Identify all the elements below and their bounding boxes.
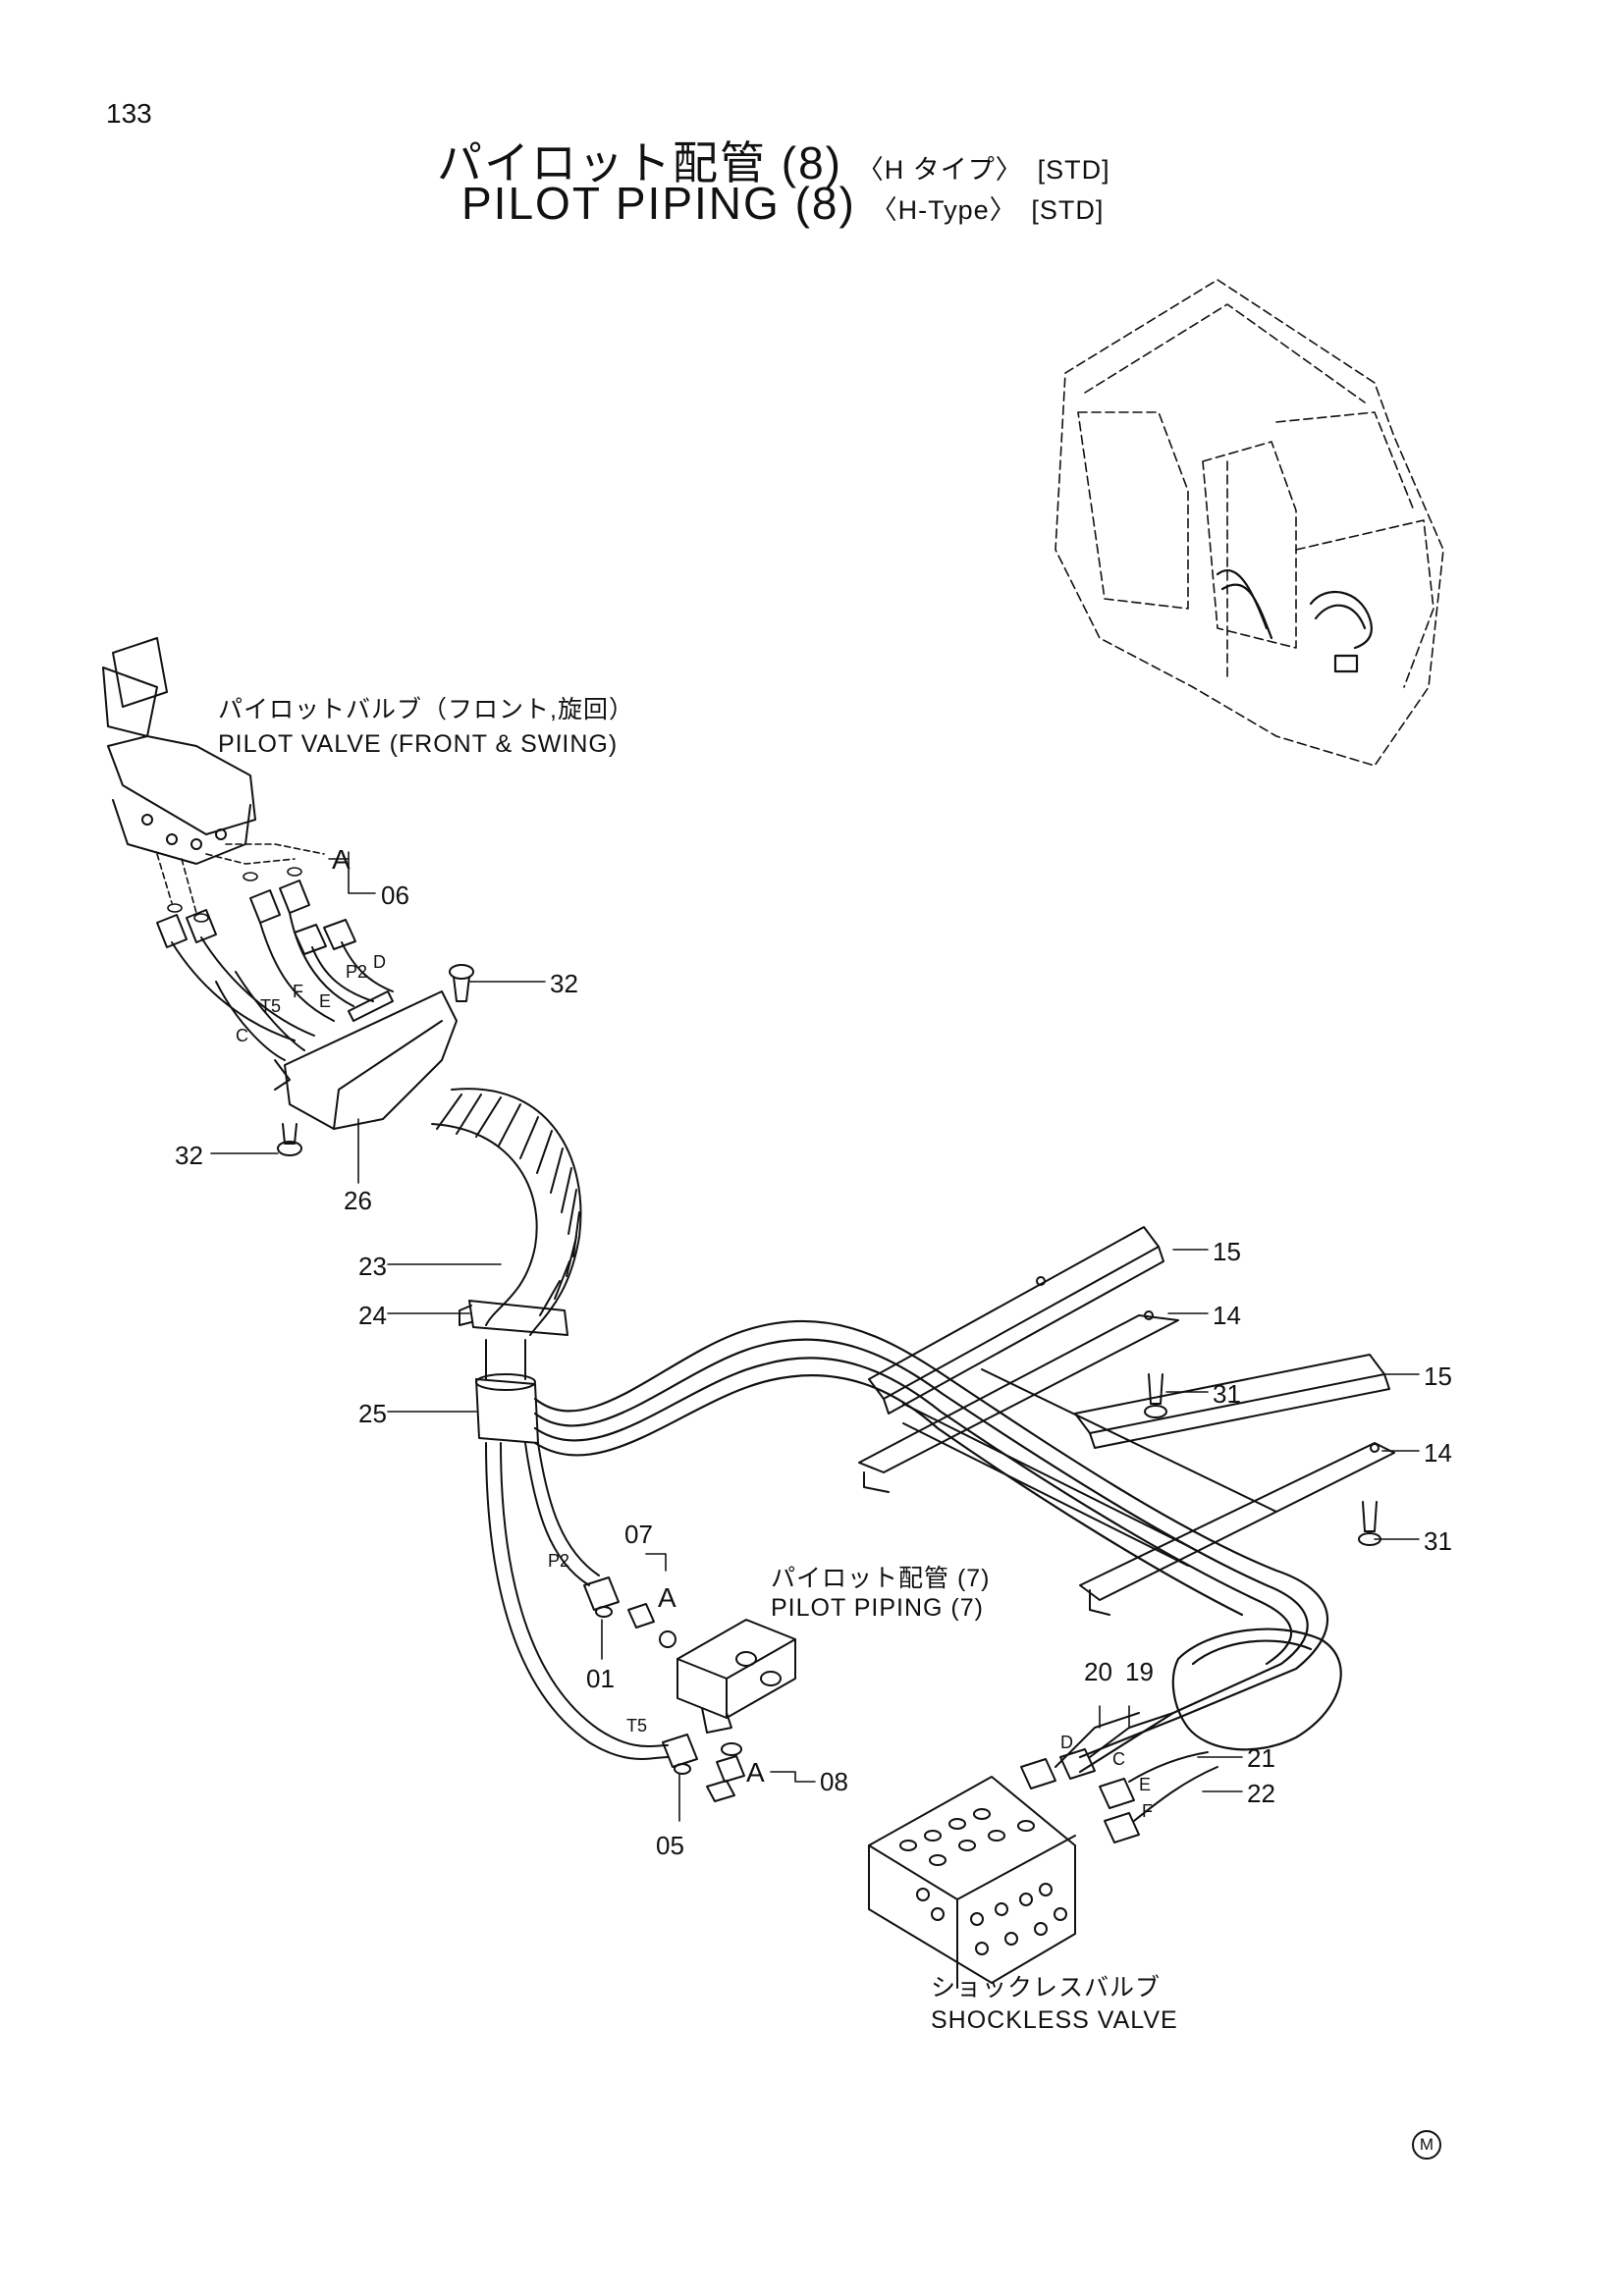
callout-15-upper: 15	[1213, 1237, 1241, 1266]
port-d-top: D	[373, 952, 386, 972]
callout-14-lower: 14	[1424, 1438, 1452, 1468]
callout-32-lower: 32	[175, 1141, 203, 1170]
shockless-valve-block	[868, 1776, 1076, 1989]
callout-01: 01	[586, 1664, 615, 1693]
pilot-piping-7-label-en: PILOT PIPING (7)	[771, 1594, 984, 1622]
pilot-hoses-bundle	[171, 912, 394, 1061]
callout-07: 07	[624, 1520, 653, 1549]
callout-06: 06	[381, 881, 409, 910]
callout-26: 26	[344, 1186, 372, 1215]
fitting-05	[662, 1734, 698, 1775]
pilot-valve-seals	[156, 843, 325, 914]
sleeve-25	[475, 1339, 539, 1444]
clamp-24	[459, 1300, 568, 1336]
title-en-std: [STD]	[1031, 195, 1105, 225]
callout-23: 23	[358, 1252, 387, 1281]
fitting-08	[706, 1742, 745, 1802]
port-a-top: A	[332, 844, 351, 875]
fitting-07	[627, 1603, 676, 1648]
callout-31-upper: 31	[1213, 1379, 1241, 1409]
callout-31-lower: 31	[1424, 1526, 1452, 1556]
port-a-lower: A	[746, 1757, 765, 1788]
callout-25: 25	[358, 1399, 387, 1428]
title-japanese: パイロット配管 (8) 〈H タイプ〉 [STD]	[437, 128, 1110, 192]
title-jp-std: [STD]	[1037, 155, 1110, 185]
callout-14-upper: 14	[1213, 1301, 1241, 1330]
port-p2-middle: P2	[548, 1551, 570, 1571]
bolt-32-upper	[449, 964, 474, 1002]
port-t5-top: T5	[260, 996, 282, 1016]
bolt-31-upper	[1144, 1373, 1167, 1418]
title-jp-main: パイロット配管 (8)	[437, 137, 842, 188]
callout-15-lower: 15	[1424, 1362, 1452, 1391]
shockless-valve-label-en: SHOCKLESS VALVE	[931, 2006, 1178, 2034]
pilot-piping-7-valve	[676, 1619, 796, 1734]
title-en-main: PILOT PIPING (8)	[461, 178, 856, 229]
leader-lines	[210, 851, 1420, 1822]
title-english: PILOT PIPING (8) 〈H-Type〉 [STD]	[461, 177, 1104, 230]
frame-rails	[858, 1226, 1395, 1616]
title-jp-type: 〈H タイプ〉	[856, 155, 1023, 185]
port-d-shockless: D	[1060, 1733, 1073, 1752]
port-f-shockless: F	[1142, 1801, 1153, 1821]
port-f-top: F	[293, 982, 303, 1001]
port-p2-top: P2	[346, 962, 368, 982]
callout-05: 05	[656, 1831, 684, 1860]
port-e-top: E	[319, 991, 332, 1011]
hoses-to-pilot-piping-7	[485, 1442, 669, 1760]
port-c-shockless: C	[1112, 1749, 1125, 1769]
callout-22: 22	[1247, 1779, 1275, 1808]
pilot-valve-label-en: PILOT VALVE (FRONT & SWING)	[218, 730, 619, 758]
callout-20: 20	[1084, 1657, 1112, 1686]
port-a-middle: A	[658, 1582, 676, 1613]
callout-21: 21	[1247, 1743, 1275, 1773]
shockless-valve-label-jp: ショックレスバルブ	[931, 1974, 1162, 2002]
pilot-valve-body	[102, 637, 256, 865]
shockless-valve-fittings	[1020, 1712, 1218, 1843]
fitting-01	[583, 1576, 620, 1618]
callout-19: 19	[1125, 1657, 1154, 1686]
machine-cab-illustration	[1055, 279, 1444, 767]
page-number: 133	[106, 98, 152, 129]
port-c-top: C	[236, 1026, 248, 1045]
port-e-shockless: E	[1139, 1775, 1152, 1794]
seal-rings	[167, 867, 302, 923]
title-en-type: 〈H-Type〉	[870, 195, 1017, 225]
corrugated-tube	[431, 1088, 582, 1336]
bolt-32-lower	[277, 1123, 302, 1156]
hose-fittings-top	[156, 880, 356, 955]
callout-24: 24	[358, 1301, 387, 1330]
pilot-valve-label-jp: パイロットバルブ（フロント,旋回）	[218, 696, 634, 723]
callout-08: 08	[820, 1767, 848, 1796]
pilot-piping-7-label-jp: パイロット配管 (7)	[771, 1565, 991, 1592]
port-t5-middle: T5	[626, 1716, 648, 1735]
cab-pilot-hoses	[1216, 568, 1373, 673]
callout-32-upper: 32	[550, 969, 578, 998]
manufacturer-mark: M	[1412, 2130, 1441, 2160]
hose-cover-bracket	[274, 990, 458, 1130]
